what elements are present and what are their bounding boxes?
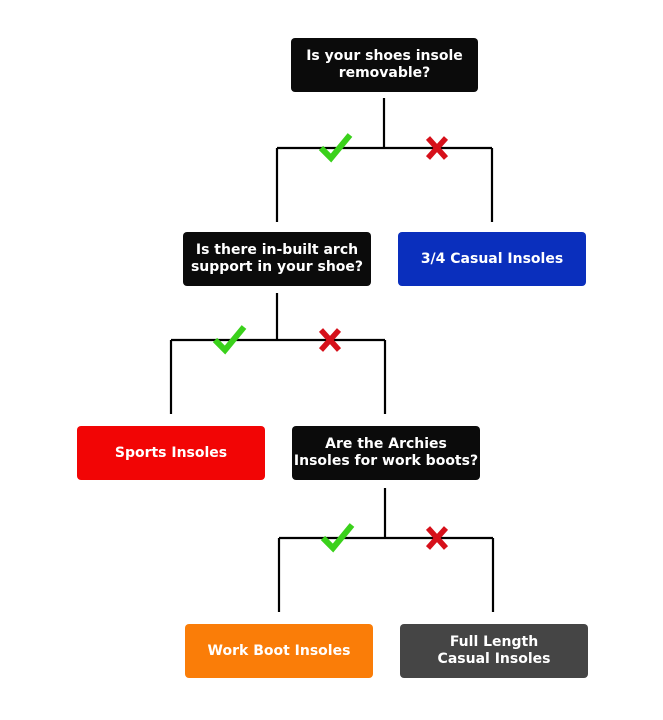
question-line: Are the Archies bbox=[325, 436, 447, 452]
result-label: 3/4 Casual Insoles bbox=[420, 250, 564, 267]
check-icon bbox=[318, 133, 353, 163]
question-line: Insoles for work boots? bbox=[293, 453, 479, 469]
connector-q1 bbox=[275, 98, 494, 222]
result-sports-insoles: Sports Insoles bbox=[77, 426, 265, 480]
question-line: Is there in-built arch bbox=[195, 242, 359, 258]
result-line: Casual Insoles bbox=[437, 651, 551, 667]
check-icon bbox=[212, 325, 247, 355]
connector-q2 bbox=[169, 293, 387, 414]
question-line: removable? bbox=[338, 65, 431, 81]
result-full-length-casual-insoles: Full Length Casual Insoles bbox=[400, 624, 588, 678]
connector-q3 bbox=[277, 488, 495, 612]
result-label: Sports Insoles bbox=[114, 444, 228, 461]
question-line: Is your shoes insole bbox=[306, 48, 463, 64]
check-icon bbox=[320, 523, 355, 553]
question-work-boots: Are the Archies Insoles for work boots? bbox=[292, 426, 480, 480]
connector-lines bbox=[169, 98, 495, 612]
question-insole-removable: Is your shoes insole removable? bbox=[291, 38, 478, 92]
question-line: support in your shoe? bbox=[190, 259, 364, 275]
cross-icon bbox=[318, 328, 342, 352]
result-work-boot-insoles: Work Boot Insoles bbox=[185, 624, 373, 678]
result-label: Work Boot Insoles bbox=[207, 642, 351, 659]
cross-icon bbox=[425, 526, 449, 550]
result-34-casual-insoles: 3/4 Casual Insoles bbox=[398, 232, 586, 286]
cross-icon bbox=[425, 136, 449, 160]
question-arch-support: Is there in-built arch support in your s… bbox=[183, 232, 371, 286]
result-line: Full Length bbox=[449, 634, 539, 650]
